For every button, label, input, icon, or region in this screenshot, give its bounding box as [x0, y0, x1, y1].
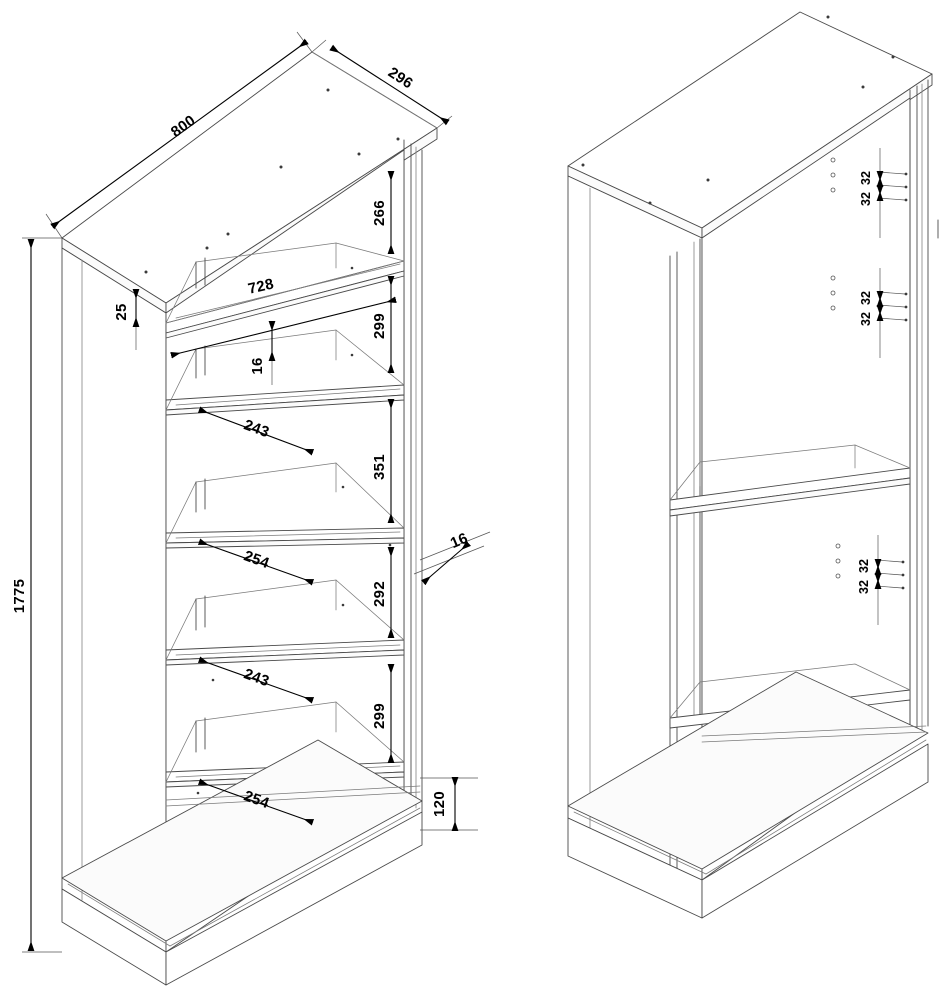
dimension-16-side: 16	[413, 530, 491, 586]
pin-32-middle-b: 32	[859, 312, 873, 326]
dim-299-upper-label: 299	[371, 313, 388, 339]
dimension-728: 728	[170, 275, 397, 359]
pin-group-bottom: 32 32	[835, 535, 905, 625]
dimension-266: 266	[371, 171, 395, 254]
dimension-120: 120	[420, 777, 478, 831]
left-side-panel	[61, 247, 167, 953]
dimension-299-lower: 299	[371, 664, 395, 763]
dim-1775-label: 1775	[11, 579, 28, 614]
right-view-plinth	[567, 671, 929, 919]
pin-32-top-b: 32	[859, 192, 873, 206]
plinth-base	[61, 739, 423, 986]
dimension-351: 351	[371, 399, 395, 523]
right-side-panel	[403, 139, 423, 813]
dimension-1775: 1775	[11, 237, 62, 953]
right-view-middle-shelf	[669, 444, 911, 517]
pin-group-middle: 32 32	[830, 268, 908, 358]
dim-16-side-label: 16	[448, 530, 471, 552]
dim-25-label: 25	[113, 303, 130, 320]
left-view-geometry	[61, 51, 438, 986]
pin-32-bottom-b: 32	[857, 580, 871, 594]
right-top-panel	[567, 11, 933, 239]
dim-16-shelf-label: 16	[249, 357, 266, 374]
dimension-16-shelf: 16	[249, 321, 276, 385]
dim-728-label: 728	[246, 275, 275, 297]
dim-351-label: 351	[371, 454, 388, 480]
dimension-25: 25	[113, 289, 140, 350]
dimension-299-upper: 299	[371, 276, 395, 373]
pin-32-top-a: 32	[859, 171, 873, 185]
pin-32-bottom-a: 32	[857, 559, 871, 573]
dimension-292: 292	[371, 547, 395, 638]
right-view-right-side	[909, 79, 929, 737]
pin-32-middle-a: 32	[859, 291, 873, 305]
pin-group-top: 32 32	[830, 148, 908, 238]
dim-266-label: 266	[371, 200, 388, 226]
right-top-panel-holes	[581, 15, 895, 205]
dim-299-lower-label: 299	[371, 703, 388, 729]
dim-120-label: 120	[431, 791, 448, 817]
dim-296-label: 296	[385, 64, 416, 92]
dim-800-label: 800	[168, 112, 199, 141]
dim-292-label: 292	[371, 581, 388, 607]
right-view-geometry	[567, 11, 939, 919]
